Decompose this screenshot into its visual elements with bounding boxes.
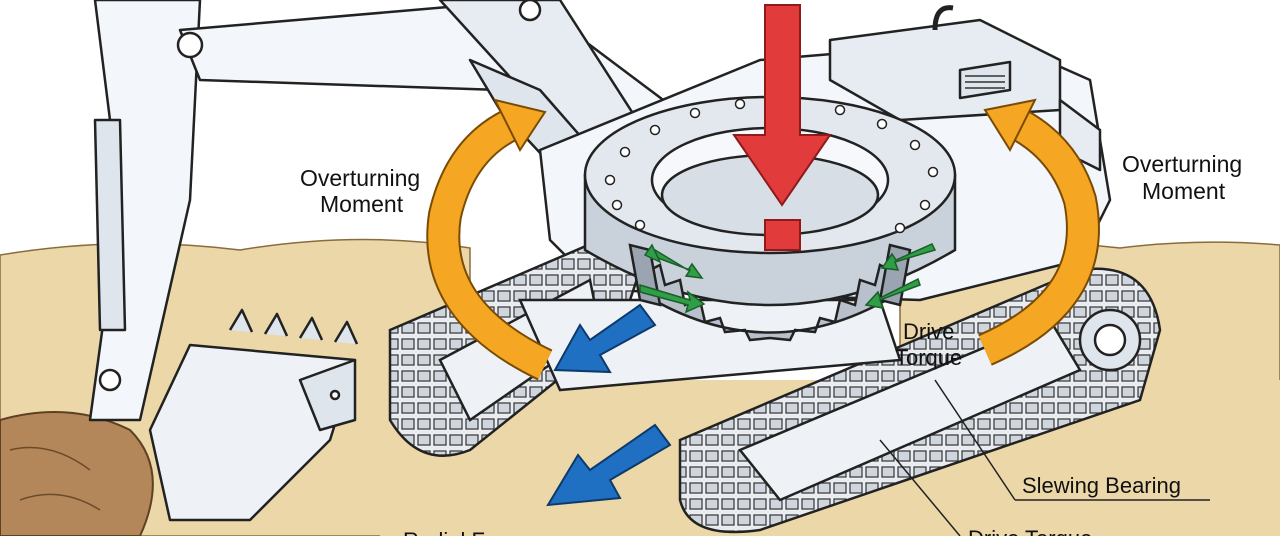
label-overturning-moment-right-line2: Moment	[1142, 178, 1226, 204]
label-slewing-bearing: Slewing Bearing	[1022, 473, 1181, 498]
radial-force-arrow-upper	[553, 303, 657, 374]
drive-torque-arrows	[639, 243, 937, 314]
radial-force-arrow-lower	[546, 423, 672, 507]
leader-lines	[879, 379, 1210, 536]
label-drive-torque-bottom: Drive Torque	[968, 526, 1092, 536]
label-overturning-moment-right-line1: Overturning	[1122, 151, 1242, 177]
label-drive-torque-line1: Drive	[903, 319, 954, 344]
overturning-moment-arrow-right	[978, 98, 1100, 366]
axial-load-arrow	[732, 4, 832, 251]
hydraulic-cylinder-left	[93, 118, 127, 332]
label-overturning-moment-left-line2: Moment	[320, 191, 404, 217]
excavator-bucket	[148, 308, 359, 522]
label-overturning-moment-left-line1: Overturning	[300, 165, 420, 191]
label-radial-force: Radial F	[403, 528, 485, 536]
dig-pit	[0, 411, 154, 536]
label-drive-torque-line2: Torque	[895, 345, 962, 370]
overturning-moment-arrow-left	[426, 98, 553, 381]
radial-force-arrows	[546, 303, 672, 507]
